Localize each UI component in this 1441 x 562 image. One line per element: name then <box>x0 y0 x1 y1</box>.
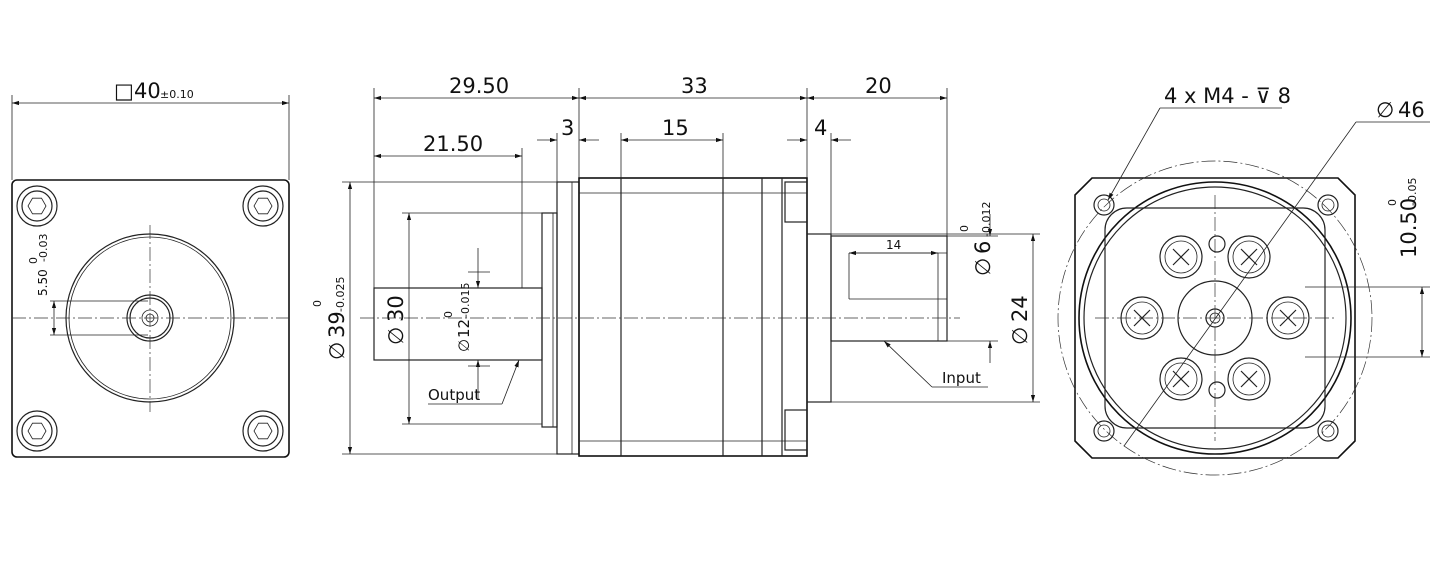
body-screw-head <box>784 409 808 451</box>
dia-pcd-symbol: ∅ <box>1376 98 1394 122</box>
dia-pcd-dim: 46 <box>1398 98 1425 122</box>
len-gear-dim: 33 <box>681 74 708 98</box>
rear-view: 4 x M4 - ⊽ 8 ∅ 46 10.50 0 -0.05 <box>1057 84 1430 476</box>
rear-corner-hole <box>1317 194 1339 216</box>
rear-pcd-circle <box>1057 160 1373 476</box>
rear-screw <box>1159 235 1203 279</box>
dia-shaft-dim: 6 <box>971 241 995 254</box>
front-view: 5.50 0 -0.03 □ 40 ±0.10 <box>11 79 290 458</box>
shaft-flat-tol-upper: 0 <box>27 257 40 264</box>
dia-body-dim: 39 <box>325 311 349 338</box>
output-hub <box>541 212 558 428</box>
dia-bore-tol-upper: 0 <box>442 311 455 318</box>
dia-out-dim: 30 <box>384 295 408 322</box>
output-label: Output <box>428 386 480 404</box>
rear-screw <box>1227 357 1271 401</box>
dia-bore-tol-lower: -0.015 <box>459 283 472 318</box>
dia-shaft-symbol: ∅ <box>971 258 995 276</box>
offset-tol-lower: -0.05 <box>1406 178 1419 206</box>
dia-body-tol-lower: -0.025 <box>334 277 347 312</box>
front-corner-screw <box>242 185 284 227</box>
rear-corner-hole <box>1093 420 1115 442</box>
input-label: Input <box>942 369 981 387</box>
rear-screw <box>1227 235 1271 279</box>
len-hub-dim: 21.50 <box>423 132 483 156</box>
front-corner-screw <box>242 410 284 452</box>
dia-out-symbol: ∅ <box>384 327 408 345</box>
rear-screw <box>1159 357 1203 401</box>
len-flange-dim: 3 <box>561 116 574 140</box>
square-size-tol: ±0.10 <box>160 88 194 101</box>
rear-square-flange <box>1074 177 1356 459</box>
body-screw-head <box>784 181 808 223</box>
rear-corner-hole <box>1093 194 1115 216</box>
dia-body-tol-upper: 0 <box>311 300 324 307</box>
len-step-dim: 4 <box>814 116 827 140</box>
front-corner-screw <box>16 410 58 452</box>
dia-body-symbol: ∅ <box>325 342 349 360</box>
len-key-dim: 14 <box>886 238 901 252</box>
dia-pilot-symbol: ∅ <box>1008 327 1032 345</box>
len-mid-dim: 15 <box>662 116 689 140</box>
shaft-flat-tol-lower: -0.03 <box>37 234 50 262</box>
offset-tol-upper: 0 <box>1386 199 1399 206</box>
dia-bore-dim: 12 <box>455 319 473 338</box>
offset-dim: 10.50 <box>1397 198 1421 258</box>
rear-corner-hole <box>1317 420 1339 442</box>
rear-pin-hole <box>1208 235 1226 253</box>
front-square-body <box>11 179 290 458</box>
dia-shaft-tol-upper: 0 <box>958 225 971 232</box>
len-shaft-dim: 20 <box>865 74 892 98</box>
side-view: 29.50 33 20 3 15 4 21.50 14 ∅ 39 0 -0.02… <box>311 74 1040 457</box>
len-output-dim: 29.50 <box>449 74 509 98</box>
rear-pin-hole <box>1208 381 1226 399</box>
front-corner-screw <box>16 185 58 227</box>
square-symbol: □ <box>114 79 134 103</box>
dia-bore-symbol: ∅ <box>455 339 473 352</box>
gear-body <box>578 177 808 457</box>
rear-outer-ring <box>1078 181 1352 455</box>
square-size-dim: 40 <box>134 79 161 103</box>
shaft-flat-dim: 5.50 <box>36 269 50 296</box>
holes-callout: 4 x M4 - ⊽ 8 <box>1164 84 1291 108</box>
dia-pilot-dim: 24 <box>1008 295 1032 322</box>
dia-shaft-tol-lower: -0.012 <box>980 202 993 237</box>
